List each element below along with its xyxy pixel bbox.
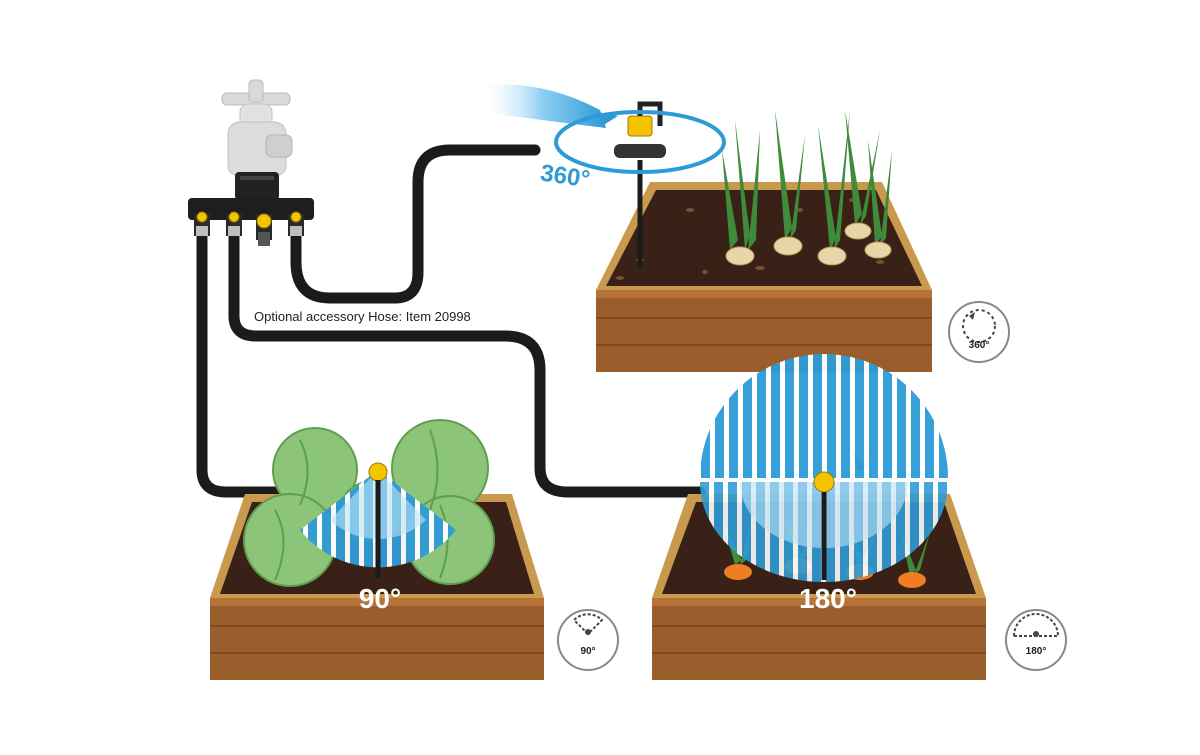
hose-to-90-sprinkler [196, 229, 371, 498]
badge-90-label: 90° [580, 646, 595, 657]
badge-180: 180° [1005, 609, 1067, 671]
badge-90: 90° [557, 609, 619, 671]
spray-beam-360 [478, 84, 606, 128]
spray-angle-360: 360° [539, 160, 592, 194]
badge-360: 360° [948, 301, 1010, 363]
valve-outlet-1 [194, 211, 210, 236]
hose-to-360-sprinkler [290, 144, 541, 304]
valve-outlet-3 [256, 213, 272, 246]
four-way-manifold [188, 198, 314, 246]
valve-outlet-2 [226, 211, 242, 236]
badge-360-label: 360° [969, 340, 990, 351]
raised-bed-180: 180° [652, 354, 986, 680]
garden-tap [221, 79, 293, 200]
sprinkler-360 [614, 101, 666, 268]
raised-bed-360: 360° [478, 84, 932, 372]
rotation-arrow-icon [554, 110, 726, 174]
spray-angle-90: 90° [359, 583, 401, 614]
badge-180-label: 180° [1026, 646, 1047, 657]
raised-bed-90: 90° [210, 419, 544, 680]
hose-note: Optional accessory Hose: Item 20998 [254, 309, 471, 324]
hose-lines [196, 144, 706, 498]
valve-outlet-4 [288, 211, 304, 236]
onion-bulbs [725, 222, 892, 266]
onion-plants [722, 110, 892, 250]
spray-angle-180: 180° [799, 583, 857, 614]
hose-to-180-sprinkler [228, 229, 706, 498]
